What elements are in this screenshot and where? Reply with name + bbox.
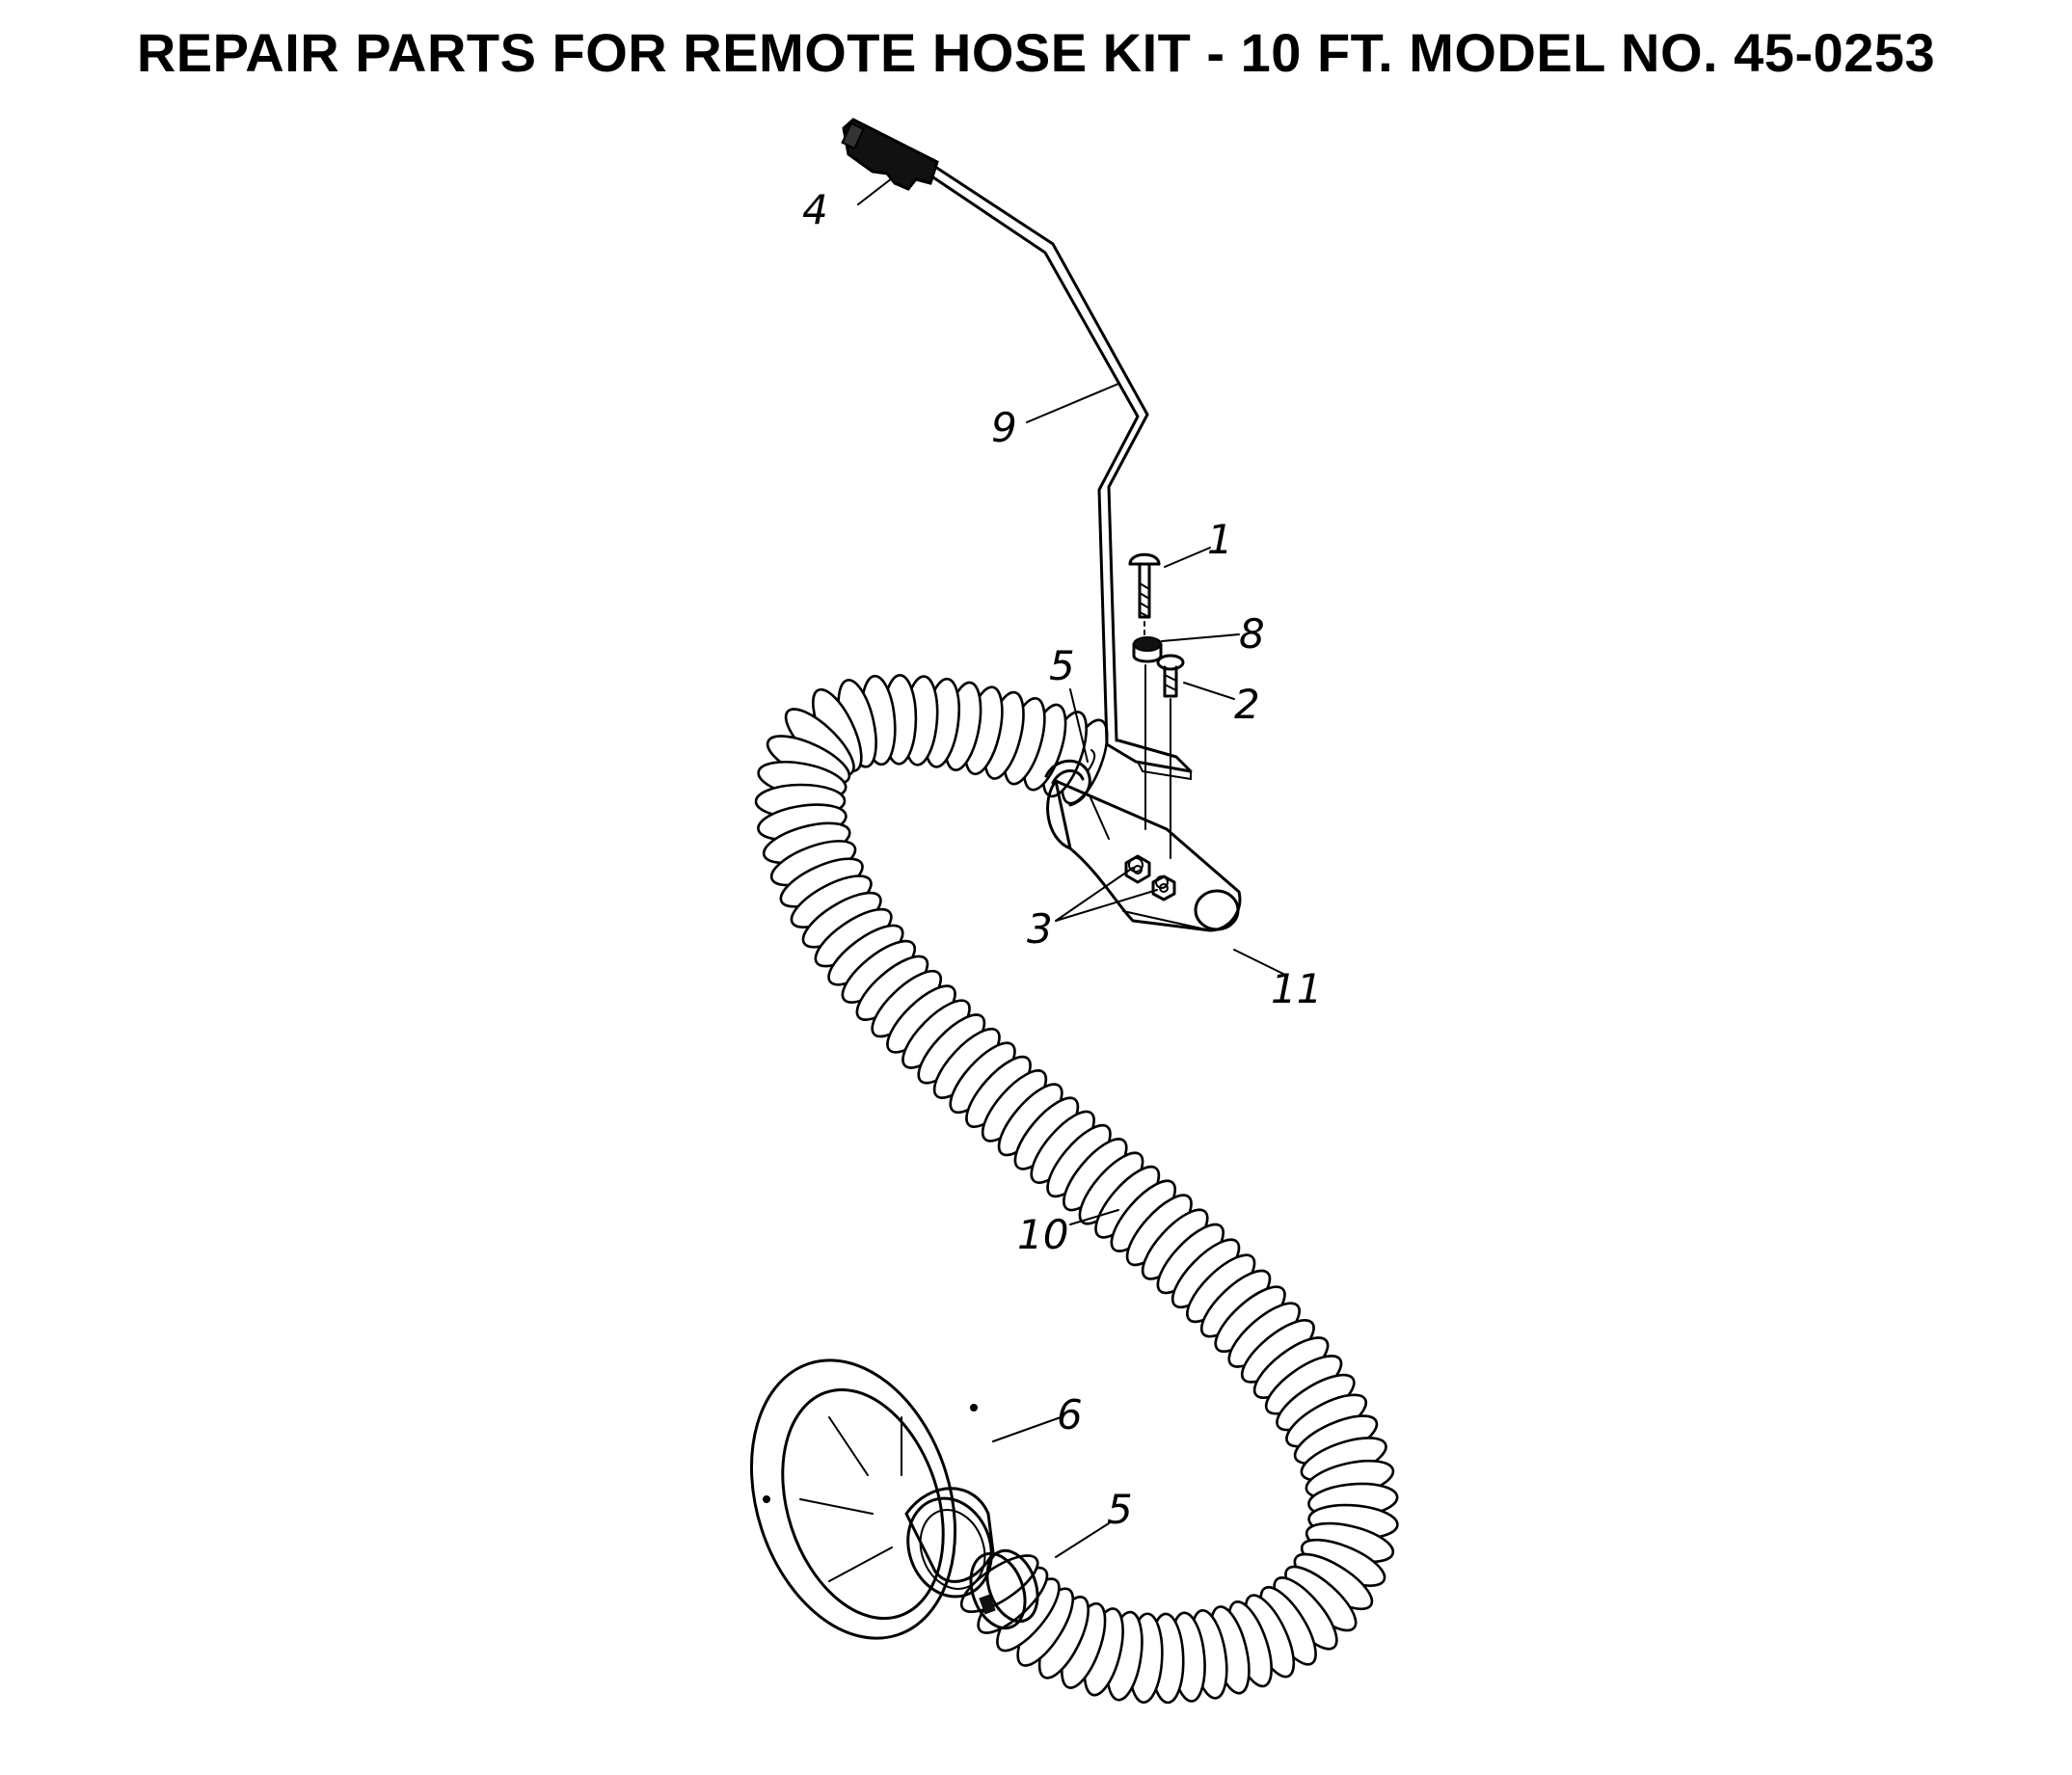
flange-adapter bbox=[749, 1358, 995, 1640]
callout-9: 9 bbox=[991, 404, 1017, 451]
spacer bbox=[1132, 636, 1163, 830]
handle-rod bbox=[928, 165, 1193, 781]
leader-lines bbox=[857, 177, 1288, 1558]
hose-clamp-top bbox=[1044, 749, 1096, 807]
callout-1: 1 bbox=[1207, 516, 1233, 563]
page-title: REPAIR PARTS FOR REMOTE HOSE KIT - 10 FT… bbox=[136, 22, 1936, 83]
bolt bbox=[1128, 552, 1161, 637]
callout-5-top: 5 bbox=[1049, 642, 1075, 689]
callout-11: 11 bbox=[1271, 965, 1322, 1012]
deflector-nozzle bbox=[1046, 779, 1242, 932]
handle-grip bbox=[841, 118, 939, 191]
callout-8: 8 bbox=[1239, 610, 1265, 658]
callouts: 4 9 1 8 2 5 3 11 10 6 5 bbox=[802, 186, 1322, 1533]
screw bbox=[1156, 654, 1185, 859]
callout-3: 3 bbox=[1027, 905, 1053, 953]
callout-4: 4 bbox=[802, 186, 828, 233]
nuts bbox=[1124, 854, 1176, 901]
hose-clamp-bottom bbox=[969, 1548, 1039, 1630]
callout-6: 6 bbox=[1057, 1391, 1083, 1439]
callout-2: 2 bbox=[1234, 681, 1260, 728]
hose bbox=[754, 674, 1399, 1705]
callout-10: 10 bbox=[1017, 1211, 1068, 1258]
callout-5-bottom: 5 bbox=[1107, 1486, 1133, 1533]
